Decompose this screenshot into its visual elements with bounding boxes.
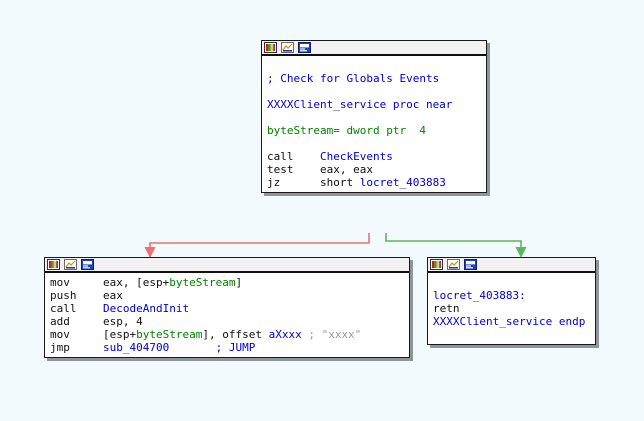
asm-token: byteStream xyxy=(136,328,203,341)
asm-token xyxy=(169,341,215,354)
asm-token: DecodeAndInit xyxy=(102,302,190,315)
asm-line[interactable]: mov [esp+byteStream], offset aXxxx ; "xx… xyxy=(45,328,409,341)
asm-token: aXxxx xyxy=(268,328,302,341)
asm-token xyxy=(433,276,440,289)
asm-line[interactable]: jmp sub_404700 ; JUMP xyxy=(45,341,409,354)
asm-token: jmp xyxy=(50,341,103,354)
node-titlebar[interactable] xyxy=(428,258,595,273)
asm-token: byteStream xyxy=(169,276,236,289)
asm-token: call xyxy=(50,302,103,315)
asm-line[interactable]: XXXXClient_service proc near xyxy=(262,98,486,111)
asm-token: retn xyxy=(433,302,460,315)
asm-token: [esp+ xyxy=(102,328,137,341)
asm-token: jz xyxy=(267,176,320,189)
node-titlebar[interactable] xyxy=(45,258,409,273)
asm-line[interactable]: mov eax, [esp+byteStream] xyxy=(45,276,409,289)
asm-line[interactable]: test eax, eax xyxy=(262,163,486,176)
asm-token xyxy=(267,111,274,124)
asm-line[interactable]: add esp, 4 xyxy=(45,315,409,328)
asm-line[interactable] xyxy=(428,328,595,341)
asm-token: CheckEvents xyxy=(319,150,393,163)
edge-true-green xyxy=(385,233,527,258)
asm-token: eax, [esp+ xyxy=(102,276,170,289)
color-palette-icon[interactable] xyxy=(47,259,60,270)
asm-line[interactable] xyxy=(262,59,486,72)
asm-token: short xyxy=(319,176,360,189)
asm-line[interactable]: locret_403883: xyxy=(428,289,595,302)
asm-token: eax, eax xyxy=(319,163,373,176)
asm-token: = dword ptr 4 xyxy=(333,124,426,137)
asm-token: ; "xxxx" xyxy=(301,328,362,341)
asm-token: call xyxy=(267,150,320,163)
asm-token: test xyxy=(267,163,320,176)
asm-token: ] xyxy=(235,276,243,289)
asm-line[interactable] xyxy=(262,137,486,150)
edge-false-red xyxy=(144,233,370,258)
asm-token: esp, 4 xyxy=(102,315,143,328)
chart-icon[interactable] xyxy=(281,42,294,53)
asm-token: eax xyxy=(102,289,123,302)
color-palette-icon[interactable] xyxy=(264,42,277,53)
node-titlebar[interactable] xyxy=(262,41,486,56)
text-view-icon[interactable] xyxy=(298,42,311,53)
asm-token xyxy=(267,137,274,150)
chart-icon[interactable] xyxy=(447,259,460,270)
asm-token: ], offset xyxy=(202,328,269,341)
asm-token: ; Check for Globals Events xyxy=(267,72,440,85)
asm-token: push xyxy=(50,289,103,302)
asm-line[interactable]: byteStream= dword ptr 4 xyxy=(262,124,486,137)
asm-line[interactable]: jz short locret_403883 xyxy=(262,176,486,189)
asm-line[interactable] xyxy=(262,111,486,124)
asm-line[interactable]: retn xyxy=(428,302,595,315)
asm-token: mov xyxy=(50,328,103,341)
asm-line[interactable]: ; Check for Globals Events xyxy=(262,72,486,85)
node-body: ; Check for Globals Events XXXXClient_se… xyxy=(262,56,486,192)
asm-token: mov xyxy=(50,276,103,289)
asm-token: locret_403883: xyxy=(433,289,526,302)
asm-token xyxy=(433,328,440,341)
asm-line[interactable]: push eax xyxy=(45,289,409,302)
asm-token: locret_403883 xyxy=(359,176,446,189)
color-palette-icon[interactable] xyxy=(430,259,443,270)
asm-token: byteStream xyxy=(267,124,334,137)
chart-icon[interactable] xyxy=(64,259,77,270)
text-view-icon[interactable] xyxy=(81,259,94,270)
asm-token: XXXXClient_service proc near xyxy=(267,98,453,111)
asm-line[interactable]: call DecodeAndInit xyxy=(45,302,409,315)
asm-token: ; JUMP xyxy=(215,341,256,354)
graph-node-entry[interactable]: ; Check for Globals Events XXXXClient_se… xyxy=(261,40,487,193)
asm-line[interactable]: XXXXClient_service endp xyxy=(428,315,595,328)
asm-token: sub_404700 xyxy=(102,341,170,354)
asm-line[interactable] xyxy=(428,276,595,289)
asm-line[interactable]: call CheckEvents xyxy=(262,150,486,163)
asm-token: XXXXClient_service endp xyxy=(433,315,586,328)
asm-line[interactable] xyxy=(262,85,486,98)
asm-token xyxy=(267,85,274,98)
asm-token: add xyxy=(50,315,103,328)
text-view-icon[interactable] xyxy=(464,259,477,270)
asm-token xyxy=(267,59,274,72)
